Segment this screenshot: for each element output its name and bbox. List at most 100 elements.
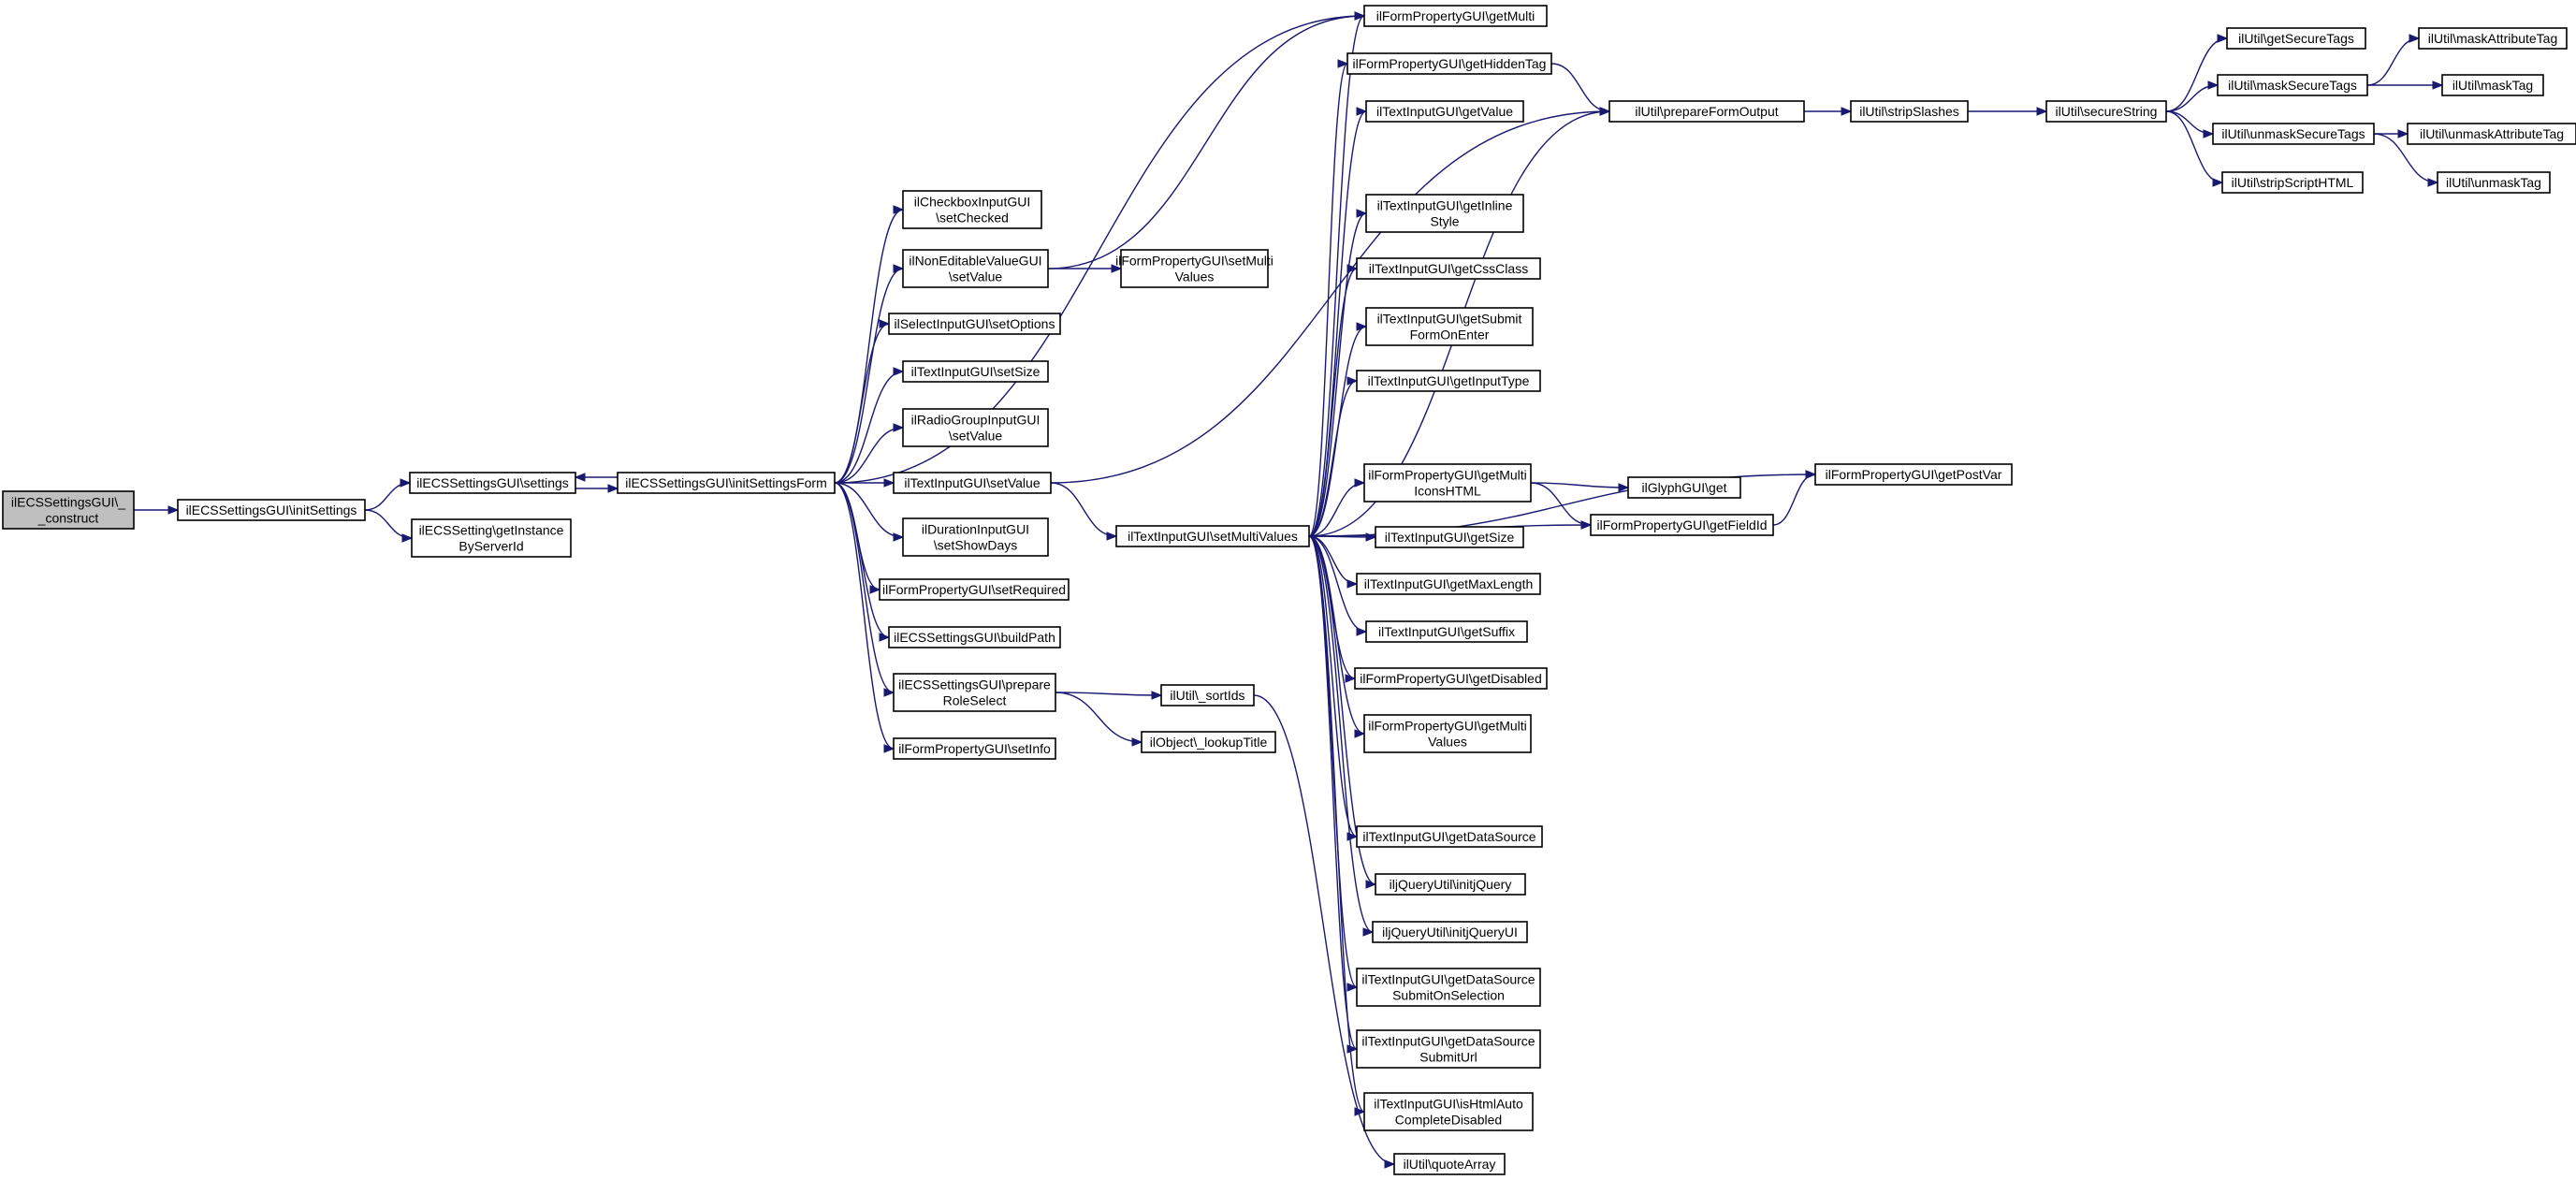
node-label: ilFormPropertyGUI\setInfo (898, 741, 1051, 756)
node-txt-is-html-auto[interactable]: ilTextInputGUI\isHtmlAutoCompleteDisable… (1363, 1092, 1534, 1131)
node-jq-init-ui[interactable]: iljQueryUtil\initjQueryUI (1372, 921, 1528, 943)
node-label: ilECSSettingsGUI\settings (416, 475, 569, 490)
node-label: ilFormPropertyGUI\getMulti (1368, 468, 1527, 483)
edge-init-settings-form-to-fp-set-info (834, 482, 895, 753)
node-label: ilDurationInputGUI (922, 522, 1029, 537)
node-txt-get-max-length[interactable]: ilTextInputGUI\getMaxLength (1356, 573, 1541, 595)
node-txt-get-value[interactable]: ilTextInputGUI\getValue (1365, 100, 1524, 123)
node-box (1356, 825, 1543, 848)
edge-init-settings-to-settings (364, 478, 412, 511)
node-init-settings-form[interactable]: ilECSSettingsGUI\initSettingsForm (617, 472, 836, 494)
edge-fp-get-multi-icons-to-glyph-get (1530, 482, 1630, 492)
node-sort-ids[interactable]: ilUtil\_sortIds (1160, 684, 1255, 707)
node-mask-tag[interactable]: ilUtil\maskTag (2441, 74, 2544, 96)
node-label: ByServerId (458, 539, 523, 554)
node-unmask-tag[interactable]: ilUtil\unmaskTag (2437, 171, 2551, 194)
node-box (893, 737, 1056, 760)
node-unmask-attribute-tag[interactable]: ilUtil\unmaskAttributeTag (2407, 123, 2576, 145)
node-label: ilUtil\maskSecureTags (2228, 78, 2357, 93)
node-strip-script-html[interactable]: ilUtil\stripScriptHTML (2221, 171, 2364, 194)
node-box (902, 517, 1049, 557)
node-label: ilTextInputGUI\getCssClass (1369, 261, 1528, 276)
node-box (902, 190, 1042, 229)
node-box (1375, 526, 1524, 548)
node-fp-get-multi[interactable]: ilFormPropertyGUI\getMulti (1363, 5, 1548, 27)
node-fp-get-post-var[interactable]: ilFormPropertyGUI\getPostVar (1814, 463, 2013, 486)
node-txt-set-size[interactable]: ilTextInputGUI\setSize (902, 360, 1049, 383)
node-mask-attribute-tag[interactable]: ilUtil\maskAttributeTag (2418, 27, 2568, 50)
node-label: ilTextInputGUI\setMultiValues (1128, 529, 1298, 544)
node-txt-get-suffix[interactable]: ilTextInputGUI\getSuffix (1365, 620, 1528, 643)
node-box (893, 673, 1056, 712)
node-label: ilUtil\maskAttributeTag (2428, 31, 2558, 46)
node-cb-set-checked[interactable]: ilCheckboxInputGUI\setChecked (902, 190, 1042, 229)
edge-mask-secure-tags-to-mask-attribute-tag (2366, 34, 2421, 86)
node-fp-get-field-id[interactable]: ilFormPropertyGUI\getFieldId (1590, 514, 1774, 536)
node-fp-set-info[interactable]: ilFormPropertyGUI\setInfo (893, 737, 1056, 760)
node-txt-get-css-class[interactable]: ilTextInputGUI\getCssClass (1356, 257, 1541, 280)
node-unmask-secure-tags[interactable]: ilUtil\unmaskSecureTags (2212, 123, 2375, 145)
node-box (1356, 257, 1541, 280)
edge-prepare-form-output-to-strip-slashes (1803, 107, 1853, 116)
node-jq-init[interactable]: iljQueryUtil\initjQuery (1375, 873, 1526, 896)
node-glyph-get[interactable]: ilGlyphGUI\get (1627, 476, 1741, 499)
node-box (1365, 100, 1524, 123)
node-fp-set-required[interactable]: ilFormPropertyGUI\setRequired (879, 578, 1070, 601)
node-box (2045, 100, 2167, 123)
edge-txt-set-multi-values-to-txt-get-css-class (1308, 264, 1359, 537)
node-box (1363, 463, 1532, 503)
edge-txt-set-multi-values-to-txt-get-inline-style (1308, 209, 1368, 537)
edge-txt-set-multi-values-to-fp-get-multi-icons (1308, 478, 1366, 537)
node-quote-array[interactable]: ilUtil\quoteArray (1393, 1153, 1506, 1175)
node-sel-set-options[interactable]: ilSelectInputGUI\setOptions (888, 313, 1061, 335)
node-lookup-title[interactable]: ilObject\_lookupTitle (1141, 731, 1276, 753)
node-fp-get-hidden-tag[interactable]: ilFormPropertyGUI\getHiddenTag (1346, 52, 1552, 75)
node-label: Style (1430, 214, 1459, 229)
node-fp-set-multi-values[interactable]: ilFormPropertyGUI\setMultiValues (1115, 249, 1273, 288)
node-label: ilTextInputGUI\getSize (1385, 530, 1515, 545)
node-build-path[interactable]: ilECSSettingsGUI\buildPath (888, 626, 1061, 648)
node-txt-get-input-type[interactable]: ilTextInputGUI\getInputType (1356, 370, 1541, 392)
node-rg-set-value[interactable]: ilRadioGroupInputGUI\setValue (902, 408, 1049, 447)
node-strip-slashes[interactable]: ilUtil\stripSlashes (1850, 100, 1969, 123)
node-label: ilECSSetting\getInstance (419, 523, 564, 538)
node-txt-get-size[interactable]: ilTextInputGUI\getSize (1375, 526, 1524, 548)
node-label: ilUtil\getSecureTags (2238, 31, 2354, 46)
node-box (177, 499, 366, 521)
node-box (617, 472, 836, 494)
edge-sort-ids-to-quote-array (1253, 694, 1396, 1169)
node-get-secure-tags[interactable]: ilUtil\getSecureTags (2226, 27, 2366, 50)
node-prepare-form-output[interactable]: ilUtil\prepareFormOutput (1608, 100, 1805, 123)
node-fp-get-disabled[interactable]: ilFormPropertyGUI\getDisabled (1354, 667, 1548, 690)
node-txt-set-multi-values[interactable]: ilTextInputGUI\setMultiValues (1115, 525, 1310, 547)
node-init-settings[interactable]: ilECSSettingsGUI\initSettings (177, 499, 366, 521)
node-box (2407, 123, 2576, 145)
node-settings[interactable]: ilECSSettingsGUI\settings (409, 472, 576, 494)
node-label: ilSelectInputGUI\setOptions (895, 316, 1055, 331)
node-mask-secure-tags[interactable]: ilUtil\maskSecureTags (2217, 74, 2368, 96)
node-box (2212, 123, 2375, 145)
edge-fp-get-multi-icons-to-fp-get-field-id (1530, 482, 1593, 530)
node-label: Values (1428, 735, 1467, 750)
node-secure-string[interactable]: ilUtil\secureString (2045, 100, 2167, 123)
edge-init-settings-form-to-dur-set-show-days (834, 482, 905, 542)
node-label: iljQueryUtil\initjQueryUI (1382, 925, 1518, 940)
node-construct[interactable]: ilECSSettingsGUI\__construct (2, 490, 135, 530)
node-txt-set-value[interactable]: ilTextInputGUI\setValue (893, 472, 1052, 494)
edge-nev-set-value-to-fp-get-multi (1047, 11, 1366, 270)
node-dur-set-show-days[interactable]: ilDurationInputGUI\setShowDays (902, 517, 1049, 557)
node-txt-get-data-source[interactable]: ilTextInputGUI\getDataSource (1356, 825, 1543, 848)
node-nev-set-value[interactable]: ilNonEditableValueGUI\setValue (902, 249, 1049, 288)
node-label: ilTextInputGUI\isHtmlAuto (1374, 1097, 1523, 1112)
edge-prep-role-select-to-lookup-title (1055, 692, 1143, 747)
node-box (1141, 731, 1276, 753)
node-label: ilECSSettingsGUI\buildPath (894, 630, 1055, 645)
node-txt-get-dssubmit-sel[interactable]: ilTextInputGUI\getDataSourceSubmitOnSele… (1356, 968, 1541, 1007)
